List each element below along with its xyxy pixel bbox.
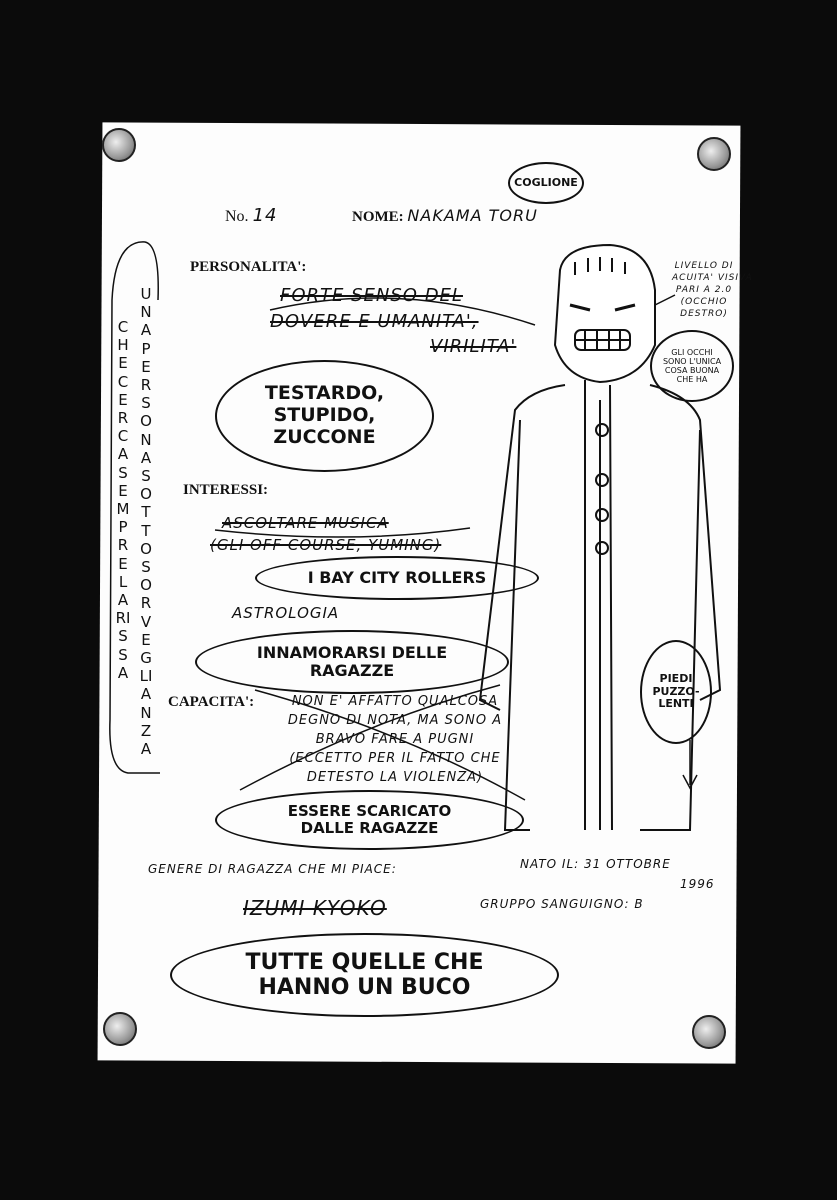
pin-icon xyxy=(697,137,731,171)
struck-text: FORTE SENSO DEL xyxy=(280,285,463,306)
interest-item: ASTROLOGIA xyxy=(232,604,340,622)
struck-text: (GLI OFF COURSE, YUMING) xyxy=(210,536,442,554)
struck-text: DOVERE E UMANITA', xyxy=(270,311,479,332)
blood-type: GRUPPO SANGUIGNO: B xyxy=(480,897,644,911)
correction-bubble: I BAY CITY ROLLERS xyxy=(255,556,539,600)
correction-bubble: TESTARDO,STUPIDO,ZUCCONE xyxy=(215,360,434,472)
struck-text: VIRILITA' xyxy=(430,336,517,357)
number-label: No. 14 xyxy=(225,205,278,226)
name-label: NOME: NAKAMA TORU xyxy=(352,206,538,225)
annotation-bubble: COGLIONE xyxy=(508,162,584,204)
character-drawing xyxy=(478,243,722,831)
personality-label: PERSONALITA': xyxy=(190,259,307,275)
interests-label: INTERESSI: xyxy=(183,482,269,498)
birth-date: NATO IL: 31 OTTOBRE xyxy=(520,857,671,871)
struck-text: IZUMI KYOKO xyxy=(243,896,387,920)
pin-icon xyxy=(692,1015,726,1049)
abilities-label: CAPACITA': xyxy=(168,694,255,710)
birth-year: 1996 xyxy=(680,877,715,891)
pin-icon xyxy=(103,1012,137,1046)
pin-icon xyxy=(102,128,136,162)
struck-text: ASCOLTARE MUSICA xyxy=(222,514,389,532)
side-note-col2: CHE CERCA SEMPRE LA RISSA xyxy=(115,318,131,682)
type-label: GENERE DI RAGAZZA CHE MI PIACE: xyxy=(148,862,397,876)
side-note-col1: UNA PERSONA SOTTO SORVEGLIANZA xyxy=(139,285,153,759)
